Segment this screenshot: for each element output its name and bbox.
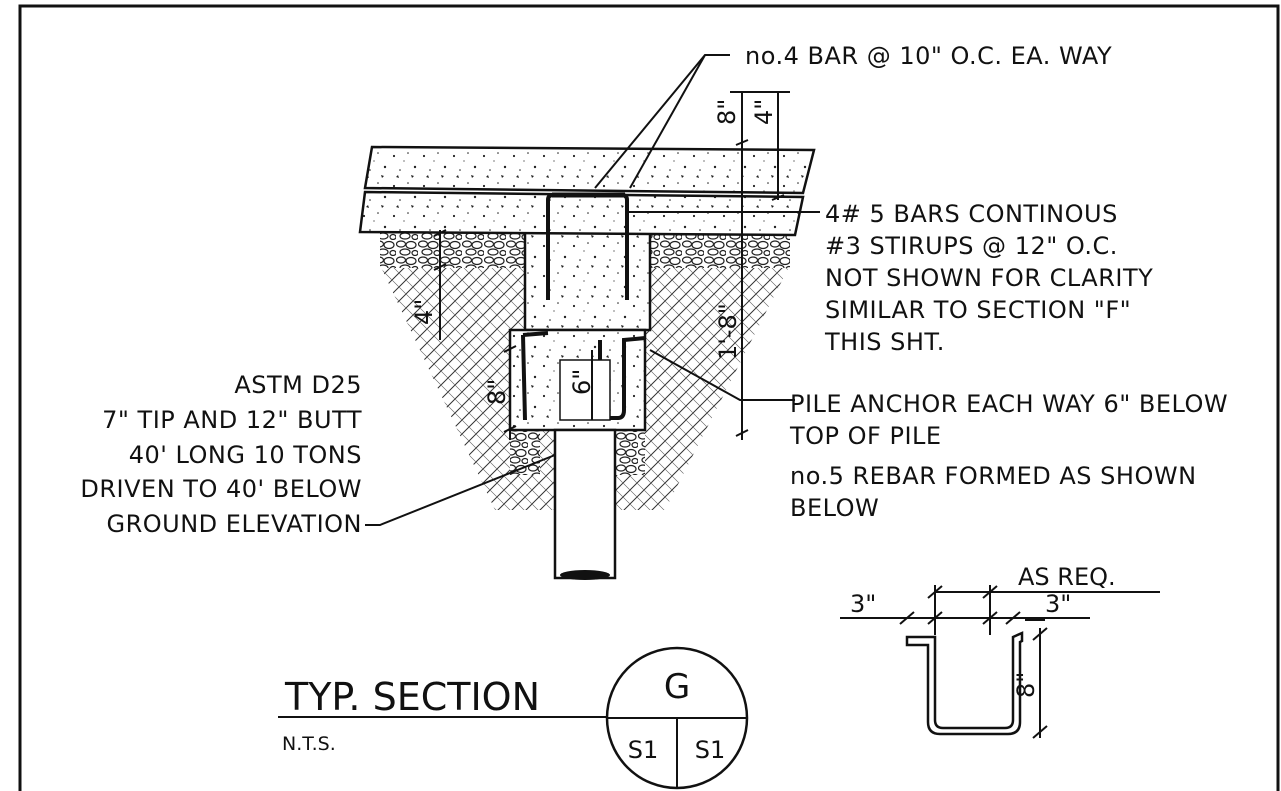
leader-pile-spec [365,454,556,526]
svg-text:#3 STIRUPS @ 12" O.C.: #3 STIRUPS @ 12" O.C. [825,232,1118,260]
svg-text:NOT SHOWN FOR CLARITY: NOT SHOWN FOR CLARITY [825,264,1153,292]
svg-text:THIS SHT.: THIS SHT. [824,328,945,356]
beam-stirrup [546,193,629,300]
sheet-ref-right: S1 [695,736,726,764]
callout-pile-spec: ASTM D25 7" TIP AND 12" BUTT 40' LONG 10… [80,371,362,538]
concrete-slab [363,145,816,195]
pile-embed-dimension [503,345,593,440]
svg-text:4# 5 BARS CONTINOUS: 4# 5 BARS CONTINOUS [825,200,1118,228]
svg-text:TOP OF PILE: TOP OF PILE [789,422,942,450]
callout-continuous: 4# 5 BARS CONTINOUS #3 STIRUPS @ 12" O.C… [824,200,1153,356]
dim-gravel: 4" [410,299,438,325]
pile-tip [560,570,610,580]
svg-text:SIMILAR TO SECTION "F": SIMILAR TO SECTION "F" [825,296,1131,324]
svg-text:DRIVEN TO 40' BELOW: DRIVEN TO 40' BELOW [80,475,362,503]
sheet-ref-left: S1 [628,736,659,764]
section-title: TYP. SECTION [284,675,540,719]
dim-beam-depth: 1'-8" [714,303,742,360]
leader-pile-anchor [649,349,795,401]
dim-detail-leg-right: 3" [1045,590,1071,618]
dim-slab-top: 4" [750,99,778,125]
section-letter: G [664,667,690,707]
concrete-slab-lower [358,190,805,237]
dim-detail-depth: 8" [1012,672,1040,698]
section-title-block: TYP. SECTION N.T.S. G S1 S1 [278,646,749,790]
sheet-border [18,4,1280,791]
dim-detail-width: AS REQ. [1018,563,1116,591]
svg-text:no.5 REBAR FORMED AS SHOWN: no.5 REBAR FORMED AS SHOWN [790,462,1197,490]
dim-pile-embed: 8" [483,379,511,405]
dim-slab-total: 8" [713,99,741,125]
svg-text:7" TIP AND 12" BUTT: 7" TIP AND 12" BUTT [102,406,362,434]
callout-pile-anchor: PILE ANCHOR EACH WAY 6" BELOW TOP OF PIL… [789,390,1228,522]
callout-top-bar: no.4 BAR @ 10" O.C. EA. WAY [745,42,1112,70]
leader-top-bar [594,54,730,189]
dim-anchor-drop: 6" [568,369,596,395]
grade-beam [523,228,652,332]
svg-text:BELOW: BELOW [790,494,879,522]
svg-text:ASTM D25: ASTM D25 [234,371,362,399]
anchor-bar-detail: 3" 3" AS REQ. 8" [840,563,1160,739]
gravel-dimension [433,229,447,340]
svg-text:GROUND ELEVATION: GROUND ELEVATION [106,510,362,538]
dim-detail-leg-left: 3" [850,590,876,618]
beam-depth-dimension [735,240,749,440]
scale-note: N.T.S. [282,733,336,755]
svg-text:40' LONG 10 TONS: 40' LONG 10 TONS [129,441,362,469]
svg-text:PILE ANCHOR EACH WAY 6" BELOW: PILE ANCHOR EACH WAY 6" BELOW [790,390,1228,418]
slab-dimensions [730,91,790,240]
timber-pile [553,428,617,580]
